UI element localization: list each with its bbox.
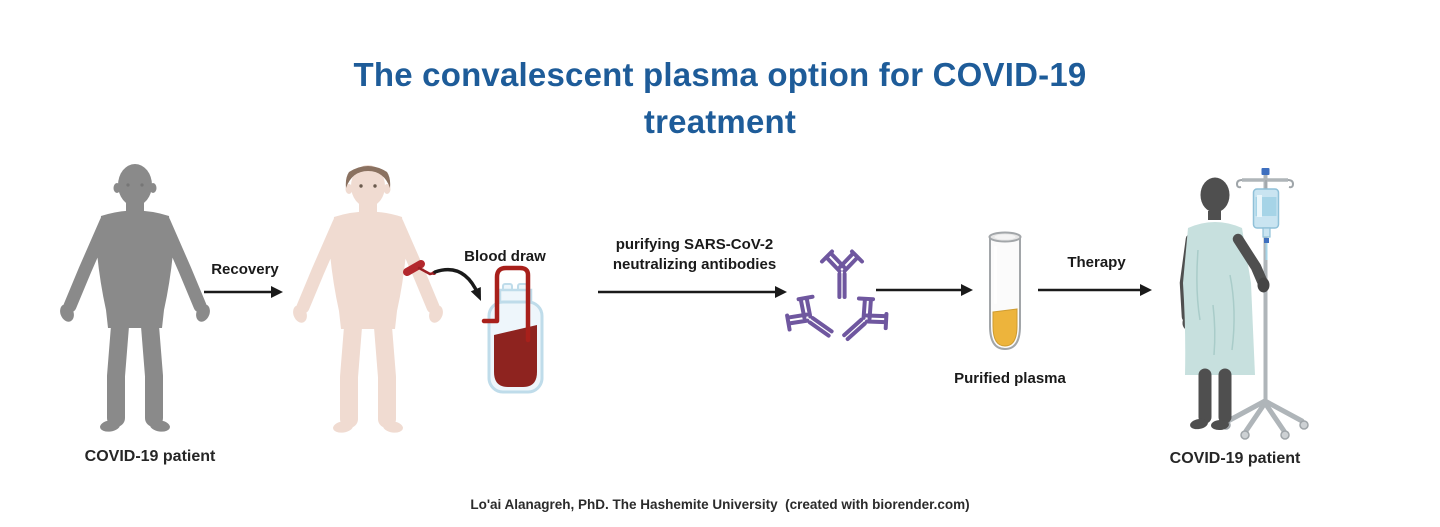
page-title-line1: The convalescent plasma option for COVID… (353, 56, 1087, 93)
recovery-arrow-icon (204, 286, 283, 298)
purify-label: purifying SARS-CoV-2 neutralizing antibo… (612, 236, 777, 273)
page-title-line2: treatment (643, 102, 797, 140)
iv-bag-icon (1252, 188, 1280, 260)
page-title: The convalescent plasma option for COVID… (0, 52, 1440, 146)
to-tube-arrow-icon (876, 284, 973, 296)
treated-patient-label: COVID-19 patient (1169, 450, 1301, 467)
hair (345, 166, 391, 188)
recovery-label: Recovery (211, 261, 279, 278)
recovered-patient-figure-icon (293, 165, 443, 433)
hospital-gown (1183, 222, 1255, 375)
treated-patient-figure-icon (1179, 168, 1309, 440)
credit-line: Lo'ai Alanagreh, PhD. The Hashemite Univ… (470, 497, 970, 512)
blood-draw-label: Blood draw (464, 248, 546, 265)
therapy-label: Therapy (1067, 254, 1126, 271)
hand-on-pole (1257, 277, 1270, 293)
purify-arrow-icon (598, 286, 787, 298)
blood-draw-arrow-icon (433, 267, 481, 301)
blood-bag-icon (481, 265, 544, 394)
sick-patient-figure-icon (60, 164, 210, 432)
purified-plasma-label: Purified plasma (954, 370, 1066, 387)
sick-patient-label: COVID-19 patient (84, 448, 216, 465)
therapy-arrow-icon (1038, 284, 1152, 296)
test-tube-icon (988, 231, 1022, 351)
